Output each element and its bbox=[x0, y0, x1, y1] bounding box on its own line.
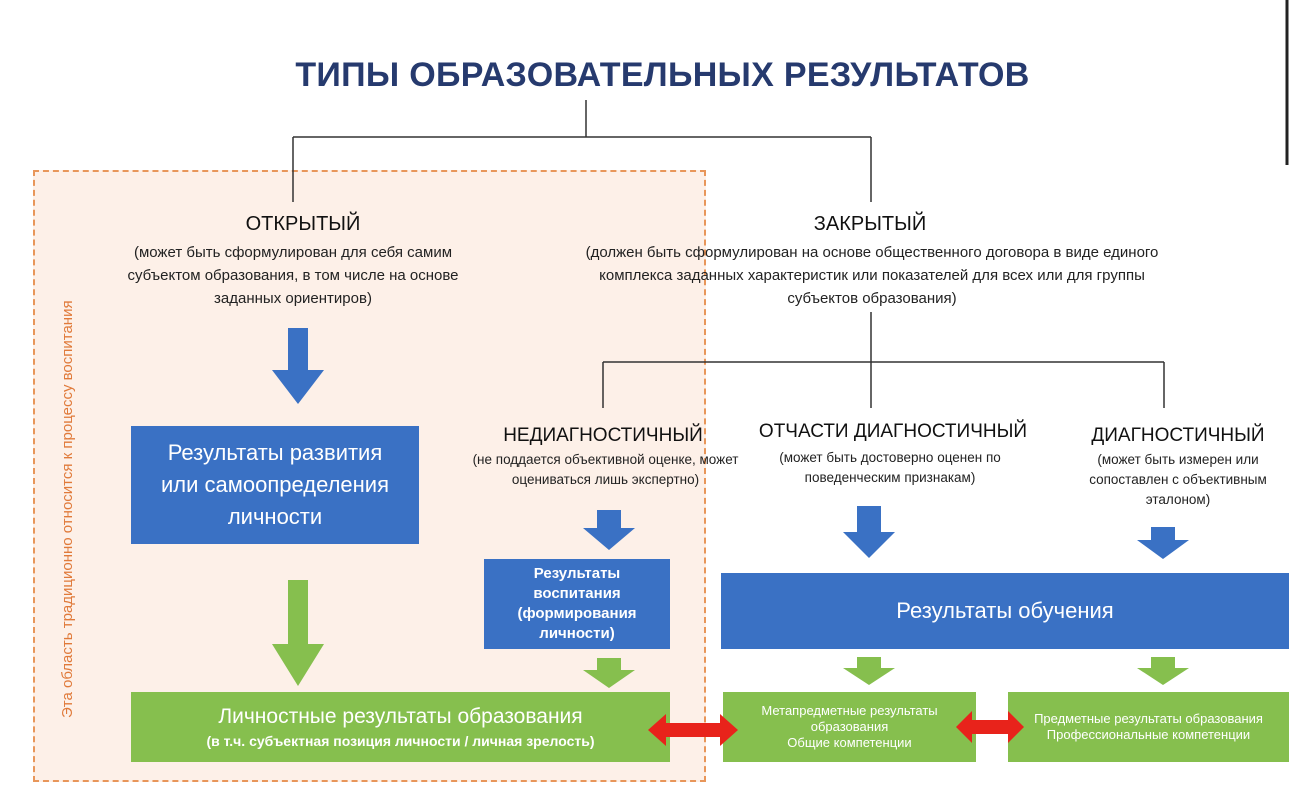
down-arrow-green bbox=[272, 580, 324, 686]
professional-competencies-label: Профессиональные компетенции bbox=[1046, 727, 1251, 742]
personal-results-subtitle: (в т.ч. субъектная позиция личности / ли… bbox=[206, 732, 595, 749]
closed-heading: ЗАКРЫТЫЙ bbox=[813, 213, 927, 235]
general-competencies-label: Общие компетенции bbox=[787, 735, 912, 750]
partdiag-note: (может быть достоверно оценен по поведен… bbox=[779, 450, 1001, 485]
meta-results-box: Метапредметные результаты образования Об… bbox=[723, 692, 976, 762]
down-arrow-blue bbox=[843, 506, 895, 558]
nondiag-note: (не поддается объективной оценке, может … bbox=[472, 452, 739, 487]
down-arrow-green bbox=[1137, 657, 1189, 685]
down-arrow-green bbox=[583, 658, 635, 688]
down-arrow-blue bbox=[1137, 527, 1189, 559]
partdiag-heading: ОТЧАСТИ ДИАГНОСТИЧНЫЙ bbox=[758, 421, 1028, 442]
page-title: ТИПЫ ОБРАЗОВАТЕЛЬНЫХ РЕЗУЛЬТАТОВ bbox=[295, 56, 1030, 94]
down-arrow-blue bbox=[272, 328, 324, 404]
double-arrow-red bbox=[648, 714, 738, 746]
nondiag-heading: НЕДИАГНОСТИЧНЫЙ bbox=[503, 425, 703, 446]
subject-results-label: Предметные результаты образования bbox=[1034, 711, 1263, 726]
personal-results-box: Личностные результаты образования (в т.ч… bbox=[131, 692, 670, 762]
down-arrow-blue bbox=[583, 510, 635, 550]
diag-heading: ДИАГНОСТИЧНЫЙ bbox=[1091, 425, 1265, 446]
double-arrow-red bbox=[956, 711, 1024, 743]
meta-results-label: Метапредметные результаты образования bbox=[761, 703, 938, 734]
personal-results-title: Личностные результаты образования bbox=[218, 704, 583, 728]
subject-results-box: Предметные результаты образования Профес… bbox=[1008, 692, 1289, 762]
diag-note: (может быть измерен или сопоставлен с об… bbox=[1089, 452, 1267, 507]
down-arrow-green bbox=[843, 657, 895, 685]
learning-results-box: Результаты обучения bbox=[721, 573, 1289, 649]
upbringing-results-box: Результаты воспитания (формирования личн… bbox=[484, 559, 670, 649]
open-heading: ОТКРЫТЫЙ bbox=[245, 213, 361, 235]
open-note: (может быть сформулирован для себя самим… bbox=[127, 244, 459, 307]
development-results-box: Результаты развития или самоопределения … bbox=[131, 426, 419, 544]
closed-note: (должен быть сформулирован на основе общ… bbox=[585, 244, 1159, 307]
